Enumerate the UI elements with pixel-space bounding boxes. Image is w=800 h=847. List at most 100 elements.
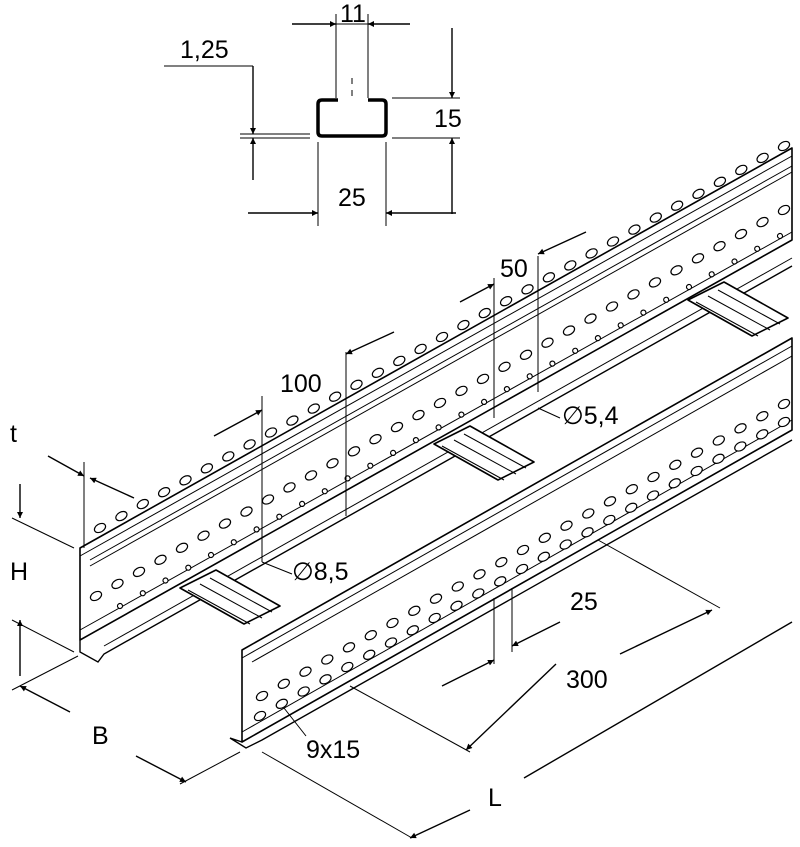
slot bbox=[157, 487, 171, 498]
slot bbox=[261, 494, 275, 505]
hole-small bbox=[663, 296, 670, 303]
slot bbox=[670, 200, 684, 211]
slot bbox=[200, 463, 214, 474]
hole-small bbox=[367, 462, 374, 469]
slot bbox=[713, 241, 726, 252]
tray-dimensions: 100 50 ∅5,4 ∅8,5 25 300 9x15 t bbox=[10, 231, 793, 839]
slot bbox=[735, 164, 748, 176]
slot bbox=[627, 289, 640, 300]
slot bbox=[328, 391, 342, 402]
slot bbox=[537, 551, 550, 562]
dim-hole-diameter-8-5: ∅8,5 bbox=[292, 558, 349, 586]
slot bbox=[562, 325, 576, 336]
slot bbox=[154, 554, 167, 565]
slot bbox=[690, 447, 704, 458]
slot bbox=[326, 458, 339, 469]
hole-small bbox=[640, 309, 647, 316]
cable-ladder bbox=[79, 140, 793, 749]
slot bbox=[363, 649, 376, 660]
dim-length-L: L bbox=[488, 784, 502, 812]
slot bbox=[414, 343, 427, 355]
slot bbox=[412, 409, 425, 421]
slot bbox=[277, 678, 290, 689]
slot bbox=[603, 496, 617, 507]
slot bbox=[777, 204, 791, 216]
slot bbox=[197, 530, 210, 541]
slot bbox=[435, 331, 449, 343]
slot bbox=[393, 355, 406, 367]
side-rail-near bbox=[229, 337, 793, 749]
slot bbox=[132, 566, 146, 578]
slot bbox=[275, 698, 288, 709]
dim-hole-diameter-5-4: ∅5,4 bbox=[562, 402, 619, 430]
slot bbox=[243, 439, 256, 450]
slot bbox=[476, 373, 490, 385]
slot bbox=[450, 600, 463, 611]
hole-small bbox=[617, 322, 624, 329]
slot bbox=[304, 470, 318, 481]
dim-height-H: H bbox=[10, 558, 28, 586]
hole-small bbox=[253, 526, 260, 533]
slot bbox=[712, 435, 725, 446]
slot bbox=[625, 502, 638, 513]
slot bbox=[347, 446, 361, 457]
slot bbox=[669, 459, 682, 470]
hole-small bbox=[503, 386, 510, 393]
hole-small bbox=[685, 283, 693, 291]
slot bbox=[691, 253, 705, 264]
slot bbox=[498, 361, 511, 372]
slot bbox=[542, 272, 556, 283]
hole-small bbox=[594, 335, 602, 342]
hole-small bbox=[435, 424, 442, 431]
slot bbox=[93, 522, 107, 534]
slot bbox=[455, 385, 468, 397]
slot bbox=[240, 506, 253, 517]
slots-near-rail bbox=[253, 398, 791, 722]
hole-small bbox=[321, 488, 328, 495]
slot bbox=[712, 453, 725, 464]
slot bbox=[734, 441, 747, 452]
slot bbox=[692, 188, 705, 199]
slot bbox=[255, 690, 269, 702]
dim-profile-height: 15 bbox=[434, 105, 462, 133]
slot bbox=[473, 569, 486, 580]
slot bbox=[690, 465, 703, 477]
side-rail-far bbox=[79, 147, 793, 663]
slot bbox=[406, 625, 419, 636]
slot bbox=[521, 284, 534, 295]
slot bbox=[472, 588, 485, 599]
slot bbox=[648, 277, 662, 288]
hole-small bbox=[481, 398, 488, 405]
slot bbox=[538, 532, 551, 543]
rung bbox=[687, 281, 789, 337]
slot bbox=[321, 654, 334, 665]
slot bbox=[516, 544, 530, 556]
hole-small bbox=[572, 347, 579, 354]
slot bbox=[581, 527, 594, 538]
slot bbox=[541, 337, 554, 348]
slot bbox=[584, 313, 597, 324]
dim-slot-pitch-100: 100 bbox=[280, 370, 322, 398]
slot bbox=[179, 475, 192, 486]
slot bbox=[649, 212, 662, 223]
dim-profile-inner-width: 11 bbox=[340, 0, 366, 28]
slot bbox=[342, 642, 356, 653]
slot bbox=[713, 176, 727, 187]
slot bbox=[386, 617, 399, 629]
slot bbox=[111, 578, 124, 590]
slot bbox=[756, 152, 769, 164]
slot bbox=[89, 590, 103, 602]
hole-small bbox=[708, 271, 715, 278]
rungs bbox=[179, 281, 789, 625]
slot bbox=[756, 216, 769, 228]
hole-small bbox=[731, 258, 738, 265]
slot bbox=[756, 411, 769, 422]
hole-small bbox=[526, 373, 533, 380]
slot bbox=[603, 514, 616, 526]
slot bbox=[350, 379, 363, 390]
slot bbox=[218, 518, 232, 529]
slot bbox=[307, 403, 320, 414]
slot bbox=[433, 397, 447, 409]
dim-slot-size: 9x15 bbox=[306, 736, 360, 764]
